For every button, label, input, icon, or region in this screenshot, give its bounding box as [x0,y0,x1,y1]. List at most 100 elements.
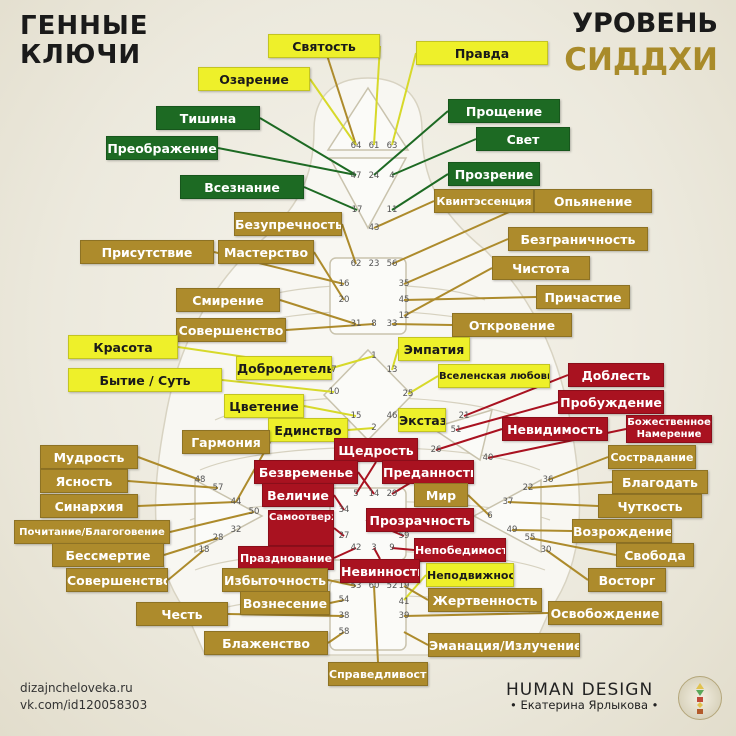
leader-line [373,200,435,229]
label-sovershenstvo-throat: Совершенство [176,318,286,342]
leader-line [259,117,357,176]
leader-line [137,456,201,481]
leader-line [529,537,617,556]
gate-number-31: 31 [351,319,362,329]
gate-number-36: 36 [543,475,554,485]
gate-number-27: 27 [339,531,350,541]
label-prazdnovanie: Празднование [238,546,334,570]
gate-number-13: 13 [387,365,398,375]
label-sostradanie: Сострадание [608,445,696,469]
gate-number-21: 21 [459,411,470,421]
gate-number-46: 46 [387,411,398,421]
leader-line [403,574,427,601]
label-bezuprechnost: Безупречность [234,212,342,236]
gate-number-3: 3 [371,543,376,553]
vk-url: vk.com/id120058303 [20,698,148,712]
leader-line [221,379,335,393]
leader-line [463,374,569,417]
leader-line [327,631,345,644]
label-mudrost: Мудрость [40,445,138,469]
gate-number-23: 23 [369,259,380,269]
left-title: ГЕННЫЕ КЛЮЧИ [20,12,149,70]
gate-number-34: 34 [339,505,350,515]
leader-line [331,355,375,369]
gate-number-38: 38 [339,611,350,621]
label-dobrodetel: Добродетель [236,356,332,380]
gate-number-62: 62 [351,259,362,269]
leader-line [373,547,381,560]
label-svoboda: Свобода [616,543,694,567]
gate-number-22: 22 [523,483,534,493]
leader-line [391,138,477,176]
label-kvintessenciya: Квинтэссенция [434,189,534,213]
leader-line [391,348,399,371]
gate-number-48: 48 [195,475,206,485]
label-pravda: Правда [416,41,548,65]
gate-number-17: 17 [352,205,363,215]
label-tishina: Тишина [156,106,260,130]
label-sovershenstvo-spleen: Совершенство [66,568,168,592]
gate-number-41: 41 [399,597,410,607]
gate-number-10: 10 [329,387,340,397]
right-title-line2: СИДДХИ [564,42,718,78]
gate-number-33: 33 [387,319,398,329]
label-blazhenstvo: Блаженство [204,631,328,655]
leader-line [545,549,589,581]
gate-number-24: 24 [369,171,380,181]
leader-line [303,186,358,211]
leader-line [403,631,429,646]
gate-number-8: 8 [371,319,376,329]
leader-line [347,427,375,431]
leader-line [435,428,503,451]
leader-line [391,173,449,211]
label-ozarenie: Озарение [198,67,310,91]
gate-number-37: 37 [503,497,514,507]
label-vozrozhdenie: Возрождение [572,519,672,543]
gate-number-15: 15 [351,411,362,421]
label-chest: Честь [136,602,228,626]
centers [194,86,542,651]
leader-line [527,481,613,489]
gate-number-7: 7 [331,365,336,375]
leader-line [329,599,345,604]
ajna-center [328,157,408,230]
gate-number-57: 57 [213,483,224,493]
right-title-line1: УРОВЕНЬ [572,8,718,39]
gate-number-25: 25 [403,389,414,399]
label-chutkost: Чуткость [598,494,702,518]
label-bezvremenye: Безвременье [254,460,358,484]
label-cvetenie: Цветение [224,394,304,418]
label-proshchenie: Прощение [448,99,560,123]
label-mir: Мир [414,483,468,507]
label-vozneseniye: Вознесение [240,591,330,615]
leader-line [403,238,509,285]
label-empatiya: Эмпатия [398,337,470,361]
leader-line [355,461,377,495]
label-vselenskaya-lyubov: Вселенская любовь [438,364,550,388]
leader-line [279,299,357,325]
label-velichie: Величие [262,483,334,507]
leader-line [357,471,375,495]
label-spravedlivost: Справедливость [328,662,428,686]
leader-line [167,549,205,581]
gate-number-20: 20 [339,295,350,305]
label-zhertvennost: Жертвенность [428,588,542,612]
solar-center [472,478,542,554]
credits: dizajncheloveka.ru vk.com/id120058303 [20,680,147,714]
label-doblest: Доблесть [568,363,664,387]
label-vseznanie: Всезнание [180,175,304,199]
label-prozrachnost: Прозрачность [366,508,474,532]
label-svet: Свет [476,127,570,151]
leader-line [403,267,493,317]
label-samootverzhennost: Самоотверженность [268,510,334,546]
gate-number-1: 1 [371,351,376,361]
leader-line [373,585,379,663]
gate-number-11: 11 [387,205,398,215]
label-smirenie: Смирение [176,288,280,312]
gate-number-50: 50 [249,507,260,517]
gate-number-40: 40 [483,453,494,463]
leader-line [137,501,237,507]
gate-number-49: 49 [507,525,518,535]
label-pochitanie: Почитание/Благоговение [14,520,170,544]
label-krasota: Красота [68,335,178,359]
